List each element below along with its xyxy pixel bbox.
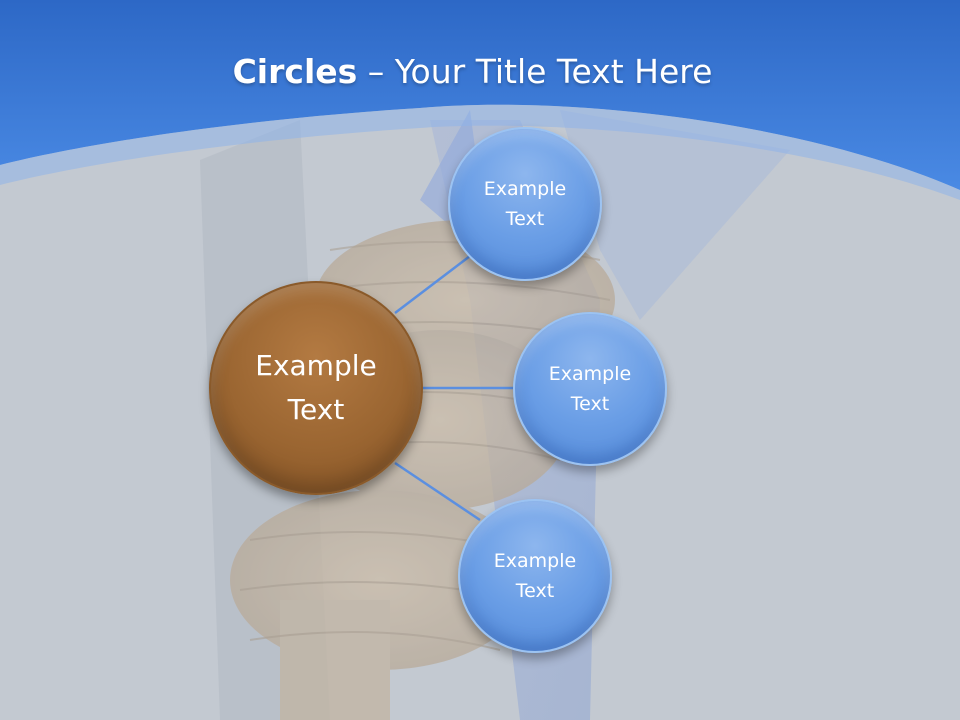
satellite-3-line2: Text bbox=[515, 580, 555, 602]
header-band bbox=[0, 0, 960, 190]
satellite-circle-1: Example Text bbox=[448, 127, 602, 281]
satellite-circle-2: Example Text bbox=[513, 312, 667, 466]
center-circle-line1: Example bbox=[255, 349, 377, 382]
satellite-1-line2: Text bbox=[505, 208, 545, 230]
satellite-1-line1: Example bbox=[483, 178, 567, 200]
collar-right bbox=[560, 110, 790, 320]
satellite-2-line2: Text bbox=[570, 393, 610, 415]
satellite-circle-3: Example Text bbox=[458, 499, 612, 653]
connector-line-3 bbox=[394, 461, 481, 522]
header-arc-light bbox=[0, 104, 960, 200]
center-circle-line2: Text bbox=[287, 393, 345, 426]
center-circle: Example Text bbox=[209, 281, 423, 495]
satellite-2-line1: Example bbox=[548, 363, 632, 385]
satellite-3-line1: Example bbox=[493, 550, 577, 572]
title-bold: Circles bbox=[232, 52, 358, 91]
connector-line-1 bbox=[394, 255, 471, 314]
title-rest: – Your Title Text Here bbox=[357, 52, 713, 91]
slide-title: Circles – Your Title Text Here bbox=[0, 52, 945, 91]
